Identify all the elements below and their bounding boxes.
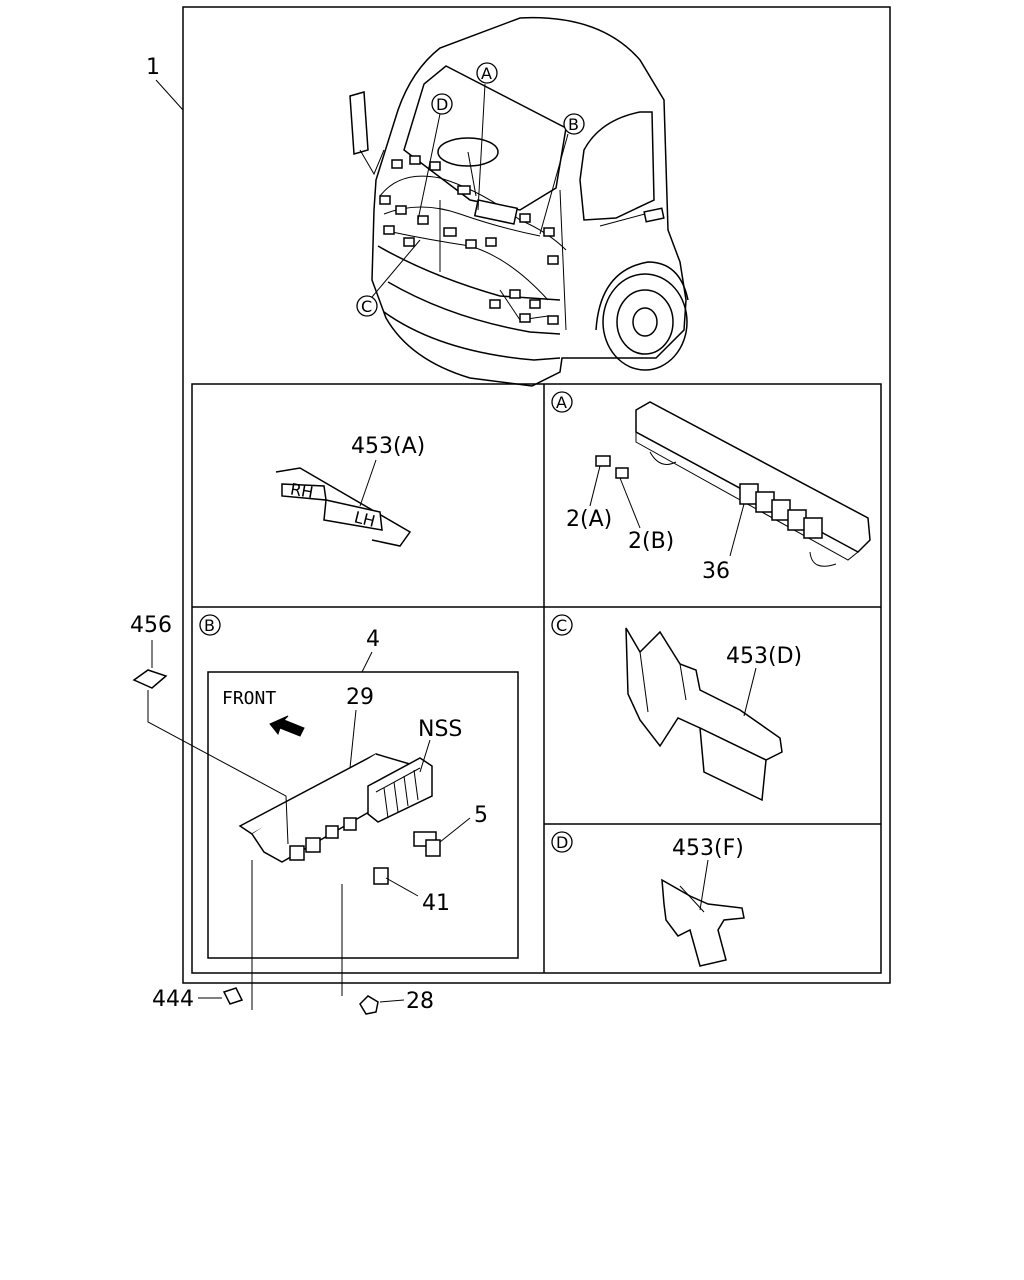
part-4-label: 4 <box>366 627 380 652</box>
front-label: FRONT <box>222 688 276 709</box>
svg-text:A: A <box>481 64 492 83</box>
part-nss-label: NSS <box>418 717 462 742</box>
view-callout-a: A <box>476 62 498 211</box>
part-453d-label: 453(D) <box>726 644 802 669</box>
part-456-label: 456 <box>130 613 172 638</box>
panel-b: B 4 FRONT 29 NSS 5 41 <box>199 614 519 959</box>
part-28-label: 28 <box>406 989 434 1014</box>
panel-c: C 453(D) <box>551 614 802 802</box>
part-2b-label: 2(B) <box>628 529 674 554</box>
part-41-label: 41 <box>422 891 450 916</box>
svg-text:D: D <box>436 95 448 114</box>
panel-a-tag: A <box>556 393 567 412</box>
truck-cab-illustration <box>349 16 689 387</box>
part-2a-label: 2(A) <box>566 507 612 532</box>
part-36-label: 36 <box>702 559 730 584</box>
callout-1-label: 1 <box>146 55 160 80</box>
panel-d: D 453(F) <box>551 831 745 967</box>
panel-b-tag: B <box>204 616 215 635</box>
part-5-label: 5 <box>474 803 488 828</box>
part-456-pad: 456 <box>130 613 289 845</box>
outer-frame <box>182 6 891 984</box>
part-453a-label: 453(A) <box>351 434 425 459</box>
view-callout-d: D <box>417 93 453 221</box>
part-444-label: 444 <box>152 987 194 1012</box>
panel-b-inset <box>207 671 519 959</box>
connector-lh-label: LH <box>352 507 377 531</box>
part-453f-label: 453(F) <box>672 836 744 861</box>
svg-text:B: B <box>568 115 579 134</box>
panel-453a: 453(A) RH LH <box>275 434 425 547</box>
part-28-bolt: 28 <box>341 884 434 1015</box>
view-callout-b: B <box>539 113 585 235</box>
panel-d-tag: D <box>556 833 568 852</box>
connector-rh-label: RH <box>289 479 315 502</box>
part-29-label: 29 <box>346 685 374 710</box>
front-arrow-icon <box>269 715 305 737</box>
panel-c-tag: C <box>556 616 567 635</box>
callout-1-leader <box>155 79 184 111</box>
panel-a: A 2(A) 2(B) 36 <box>551 391 871 584</box>
part-444-clip: 444 <box>152 860 253 1012</box>
view-callout-c: C <box>356 239 421 317</box>
svg-text:C: C <box>361 297 372 316</box>
